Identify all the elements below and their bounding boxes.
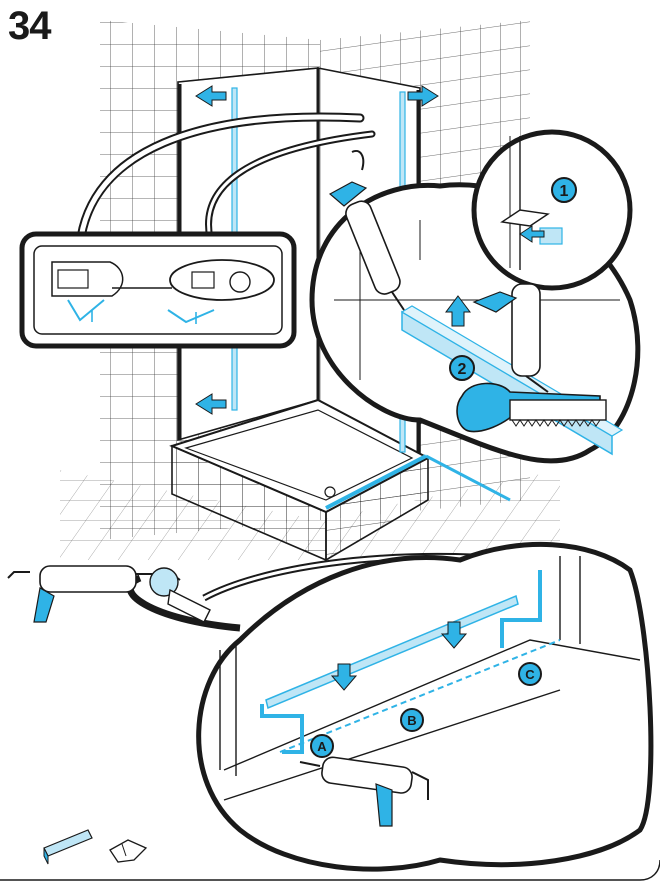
profile-strip-icon — [44, 830, 92, 864]
callout-label-a: A — [317, 739, 327, 754]
callout-marker-2: 2 — [450, 356, 474, 380]
sealant-gun-icon — [8, 566, 210, 622]
callout-marker-b: B — [401, 709, 423, 731]
callout-marker-1: 1 — [552, 178, 576, 202]
callout-label-2: 2 — [458, 361, 467, 378]
callout-label-1: 1 — [560, 183, 569, 200]
corner-detail-callout — [474, 132, 630, 288]
step-number: 34 — [8, 4, 51, 49]
callout-marker-c: C — [519, 663, 541, 685]
callout-label-b: B — [407, 713, 416, 728]
callout-marker-a: A — [311, 735, 333, 757]
end-cap-icon — [110, 840, 146, 862]
callout-label-c: C — [525, 667, 535, 682]
